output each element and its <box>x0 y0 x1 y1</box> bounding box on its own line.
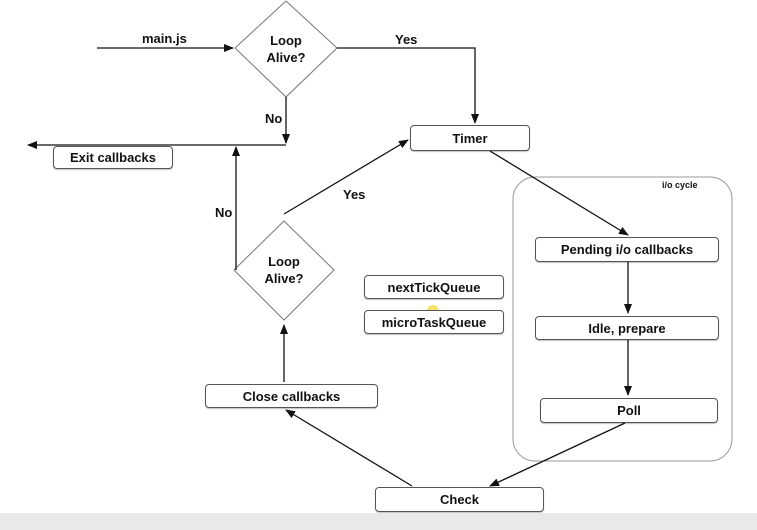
io-cycle-label: i/o cycle <box>662 180 698 190</box>
loop-alive-mid-line2: Alive? <box>264 271 304 286</box>
edge-check-to-close <box>285 409 413 487</box>
edge-label-mid-yes: Yes <box>343 187 366 202</box>
close-callbacks-node: Close callbacks <box>205 384 378 408</box>
video-bottom-bar <box>0 513 757 530</box>
timer-node: Timer <box>410 125 530 151</box>
loop-alive-top-line1: Loop <box>270 33 302 48</box>
edge-label-top-no: No <box>265 111 283 126</box>
edge-label-mid-no: No <box>215 205 233 220</box>
exit-callbacks-node: Exit callbacks <box>53 146 173 169</box>
loop-alive-mid-diamond <box>233 220 335 321</box>
next-tick-queue-node: nextTickQueue <box>364 275 504 299</box>
poll-node: Poll <box>540 398 718 423</box>
loop-alive-mid-label: Loop Alive? <box>254 253 314 287</box>
pending-io-callbacks-node: Pending i/o callbacks <box>535 237 719 262</box>
loop-alive-top-label: Loop Alive? <box>256 32 316 66</box>
edge-mid-yes-to-timer <box>283 139 409 215</box>
edge-label-top-yes: Yes <box>395 32 418 47</box>
main-js-label: main.js <box>142 31 187 46</box>
loop-alive-top-line2: Alive? <box>266 50 306 65</box>
edge-timer-to-pending <box>489 150 629 236</box>
edge-poll-to-check <box>489 422 626 487</box>
idle-prepare-node: Idle, prepare <box>535 316 719 340</box>
loop-alive-mid-line1: Loop <box>268 254 300 269</box>
edge-loop-yes-to-timer <box>337 47 479 124</box>
micro-task-queue-node: microTaskQueue <box>364 310 504 334</box>
check-node: Check <box>375 487 544 512</box>
io-cycle-group <box>512 176 733 462</box>
